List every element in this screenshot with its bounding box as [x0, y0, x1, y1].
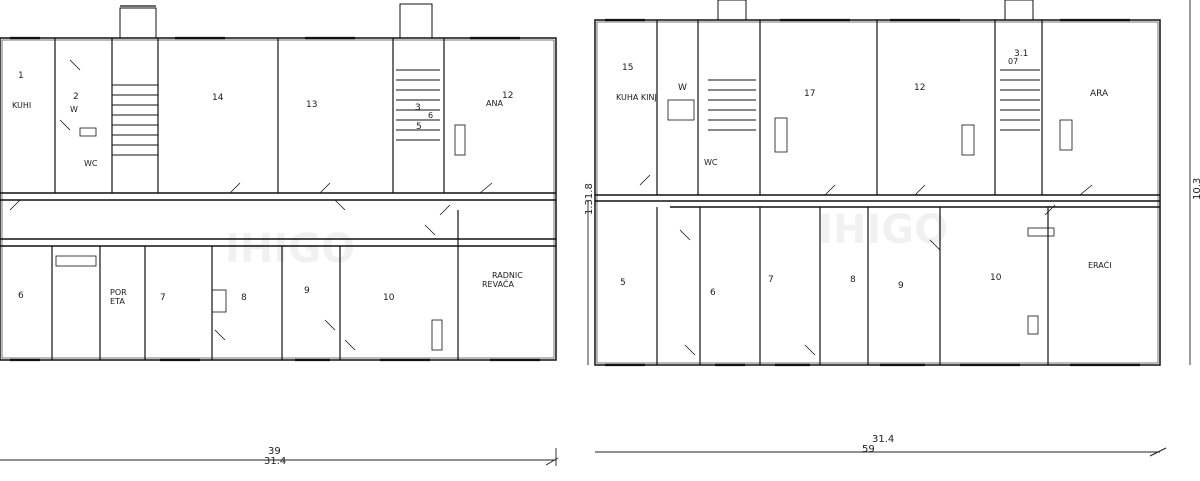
room-label: 2	[73, 92, 79, 102]
room-label: 9	[898, 281, 904, 291]
room-label: 10	[383, 293, 395, 303]
right-plan-labels: 15 KUHA KINJ W 17 12 3.1 07 ARA WC 5 6 7…	[616, 49, 1112, 298]
room-label: 5	[620, 278, 626, 288]
left-dimensions: 39 31.4	[0, 446, 559, 467]
watermark-left: IHIGO	[225, 226, 355, 272]
room-label: 10	[990, 273, 1002, 283]
right-plan	[587, 0, 1191, 367]
room-label: ARA	[1090, 89, 1109, 99]
room-label: 7	[768, 275, 774, 285]
room-label: W	[678, 83, 687, 93]
wc-label: WC	[84, 159, 98, 168]
room-sublabel: ETA	[110, 297, 125, 306]
room-label: 1	[18, 71, 24, 81]
room-sublabel: KUHA KINJ	[616, 93, 657, 102]
room-label: 3	[415, 103, 421, 113]
room-label: 17	[804, 89, 815, 99]
room-sublabel: REVAČA	[482, 278, 514, 289]
room-label: 13	[306, 100, 317, 110]
dimension-right: 10.3	[1192, 178, 1200, 200]
room-sublabel: W	[70, 105, 78, 114]
dimension-left: 1.31.8	[584, 183, 595, 215]
room-label: 15	[622, 63, 633, 73]
right-dimensions: 31.4 59 1.31.8 10.3	[584, 178, 1200, 457]
watermark-right: IHIGO	[818, 207, 948, 253]
room-sublabel: KUHI	[12, 101, 31, 110]
dimension-bottom: 59	[862, 444, 875, 455]
room-sublabel: ANA	[486, 99, 503, 108]
left-plan-labels: 1 KUHI 2 W 14 13 3 6 12 ANA 5 WC 6 POR E…	[12, 71, 523, 306]
room-sublabel: 6	[428, 111, 433, 120]
room-label: 6	[18, 291, 24, 301]
room-label: 8	[850, 275, 856, 285]
dimension-bottom: 31.4	[264, 456, 286, 467]
room-label: 7	[160, 293, 166, 303]
left-plan	[0, 3, 557, 362]
room-label: POR	[110, 288, 127, 297]
dimension-top: 39	[268, 446, 281, 457]
stair-label: 5	[416, 122, 422, 132]
dimension-top: 31.4	[872, 434, 894, 445]
room-label: 12	[502, 91, 513, 101]
room-label: ERAĆI	[1088, 259, 1112, 270]
room-label: 14	[212, 93, 224, 103]
room-label: 6	[710, 288, 716, 298]
wc-label: WC	[704, 158, 718, 167]
room-sublabel: 07	[1008, 57, 1018, 66]
room-label: RADNIC	[492, 271, 523, 280]
room-label: 8	[241, 293, 247, 303]
room-label: 12	[914, 83, 925, 93]
room-label: 3.1	[1014, 49, 1028, 59]
room-label: 9	[304, 286, 310, 296]
